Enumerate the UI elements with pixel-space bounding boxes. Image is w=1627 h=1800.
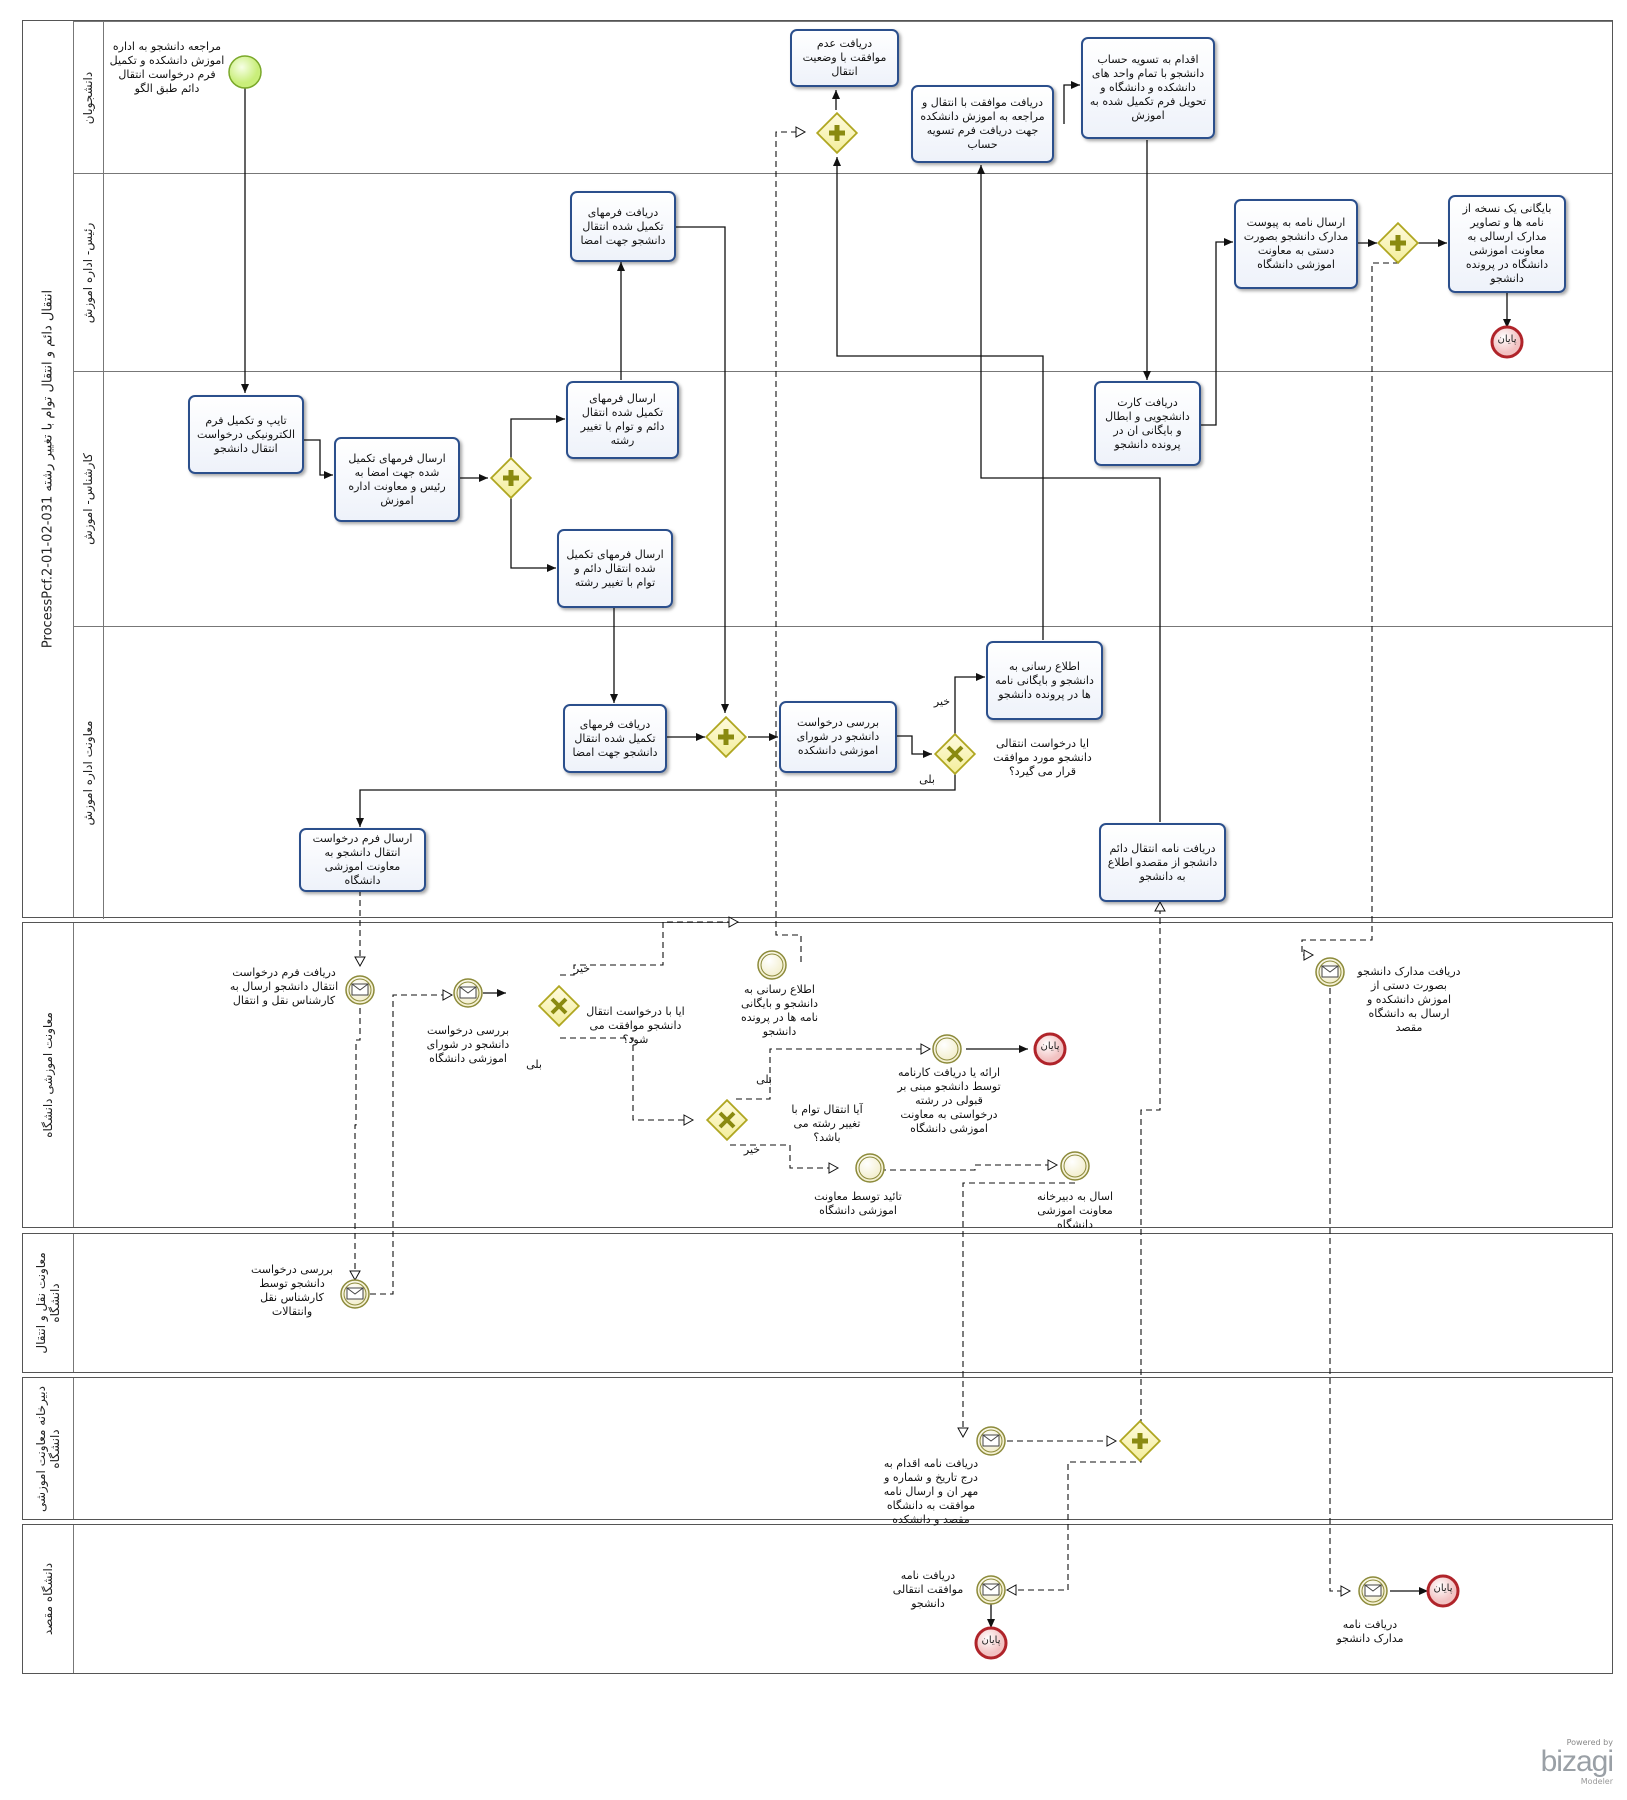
label-inform-event: اطلاع رسانی به دانشجو و بایگانی نامه ها … bbox=[740, 983, 819, 1038]
parallel-gateway-2 bbox=[704, 715, 748, 759]
end-event-transcript bbox=[1033, 1032, 1067, 1066]
pool-faculty: ProcessPcf.2-01-02-031 انتقال دائم و انت… bbox=[22, 20, 1613, 919]
label-yes-faculty: بلی bbox=[919, 773, 935, 786]
end-label-archive: پایان bbox=[1497, 334, 1517, 345]
message-event-dest-docs bbox=[1358, 1576, 1388, 1606]
task-sign[interactable]: دریافت فرمهای تکمیل شده انتقال دانشجو جه… bbox=[570, 191, 676, 262]
task-review[interactable]: بررسی درخواست دانشجو در شورای اموزشی دان… bbox=[779, 701, 897, 773]
message-event-expert bbox=[340, 1279, 370, 1309]
end-label-transcript: پایان bbox=[1040, 1041, 1060, 1052]
task-type-form[interactable]: تایپ و تکمیل فرم الکترونیکی درخواست انتق… bbox=[188, 395, 304, 474]
task-recv-letter[interactable]: دریافت نامه انتقال دائم دانشجو از مقصدو … bbox=[1099, 823, 1226, 902]
label-dest-docs: دریافت نامه مدارک دانشجو bbox=[1336, 1618, 1404, 1645]
intermediate-event-inform bbox=[757, 950, 787, 980]
parallel-gateway-4 bbox=[1376, 221, 1420, 265]
label-no-faculty: خیر bbox=[933, 695, 951, 708]
message-event-docs bbox=[1315, 957, 1345, 987]
end-event-archive bbox=[1490, 325, 1524, 359]
pool-univ-edu: معاونت اموزشی دانشگاه bbox=[22, 922, 1613, 1228]
end-label-dest-letter: پایان bbox=[981, 1635, 1001, 1646]
task-accept[interactable]: دریافت موافقت با انتقال و مراجعه به اموز… bbox=[911, 85, 1054, 163]
end-label-dest-docs: پایان bbox=[1433, 1583, 1453, 1594]
label-recvform: دریافت فرم درخواست انتقال دانشجو ارسال ب… bbox=[229, 966, 339, 1007]
parallel-gateway-5 bbox=[1118, 1419, 1162, 1463]
message-event-dest-letter bbox=[976, 1575, 1006, 1605]
task-inform[interactable]: اطلاع رسانی به دانشجو و بایگانی نامه ها … bbox=[986, 641, 1103, 720]
intermediate-event-secretariat-send bbox=[1060, 1151, 1090, 1181]
message-event-secretariat bbox=[976, 1426, 1006, 1456]
label-docs: دریافت مدارک دانشجو بصورت دستی از اموزش … bbox=[1357, 965, 1461, 1034]
label-no-univ: خیر bbox=[573, 962, 591, 975]
exclusive-gateway-univ bbox=[537, 984, 581, 1028]
end-event-dest-letter bbox=[974, 1626, 1008, 1660]
label-no-major: خیر bbox=[743, 1143, 761, 1156]
intermediate-event-transcript bbox=[932, 1034, 962, 1064]
pool-secretariat: دبیرخانه معاونت اموزشی دانشگاه bbox=[22, 1377, 1613, 1520]
lane-expert: کارشناس- اموزش bbox=[73, 371, 1612, 626]
message-event-recvform bbox=[345, 975, 375, 1005]
parallel-gateway-1 bbox=[489, 456, 533, 500]
label-approve: تائید توسط معاونت اموزشی دانشگاه bbox=[814, 1190, 902, 1217]
label-univreview: بررسی درخواست دانشجو در شورای اموزشی دان… bbox=[426, 1024, 510, 1065]
exclusive-gateway-faculty bbox=[933, 732, 977, 776]
label-start: مراجعه دانشجو به اداره اموزش دانشکده و ت… bbox=[109, 40, 225, 95]
intermediate-event-approve bbox=[855, 1153, 885, 1183]
pool-transfer: معاونت نقل و انتقال دانشگاه bbox=[22, 1233, 1613, 1373]
lane-head: رئیس- اداره اموزش bbox=[73, 173, 1612, 371]
label-yes-univ: بلی bbox=[526, 1058, 542, 1071]
label-q-faculty: ایا درخواست انتقالی دانشجو مورد موافقت ق… bbox=[993, 737, 1092, 778]
task-archive[interactable]: بایگانی یک نسخه از نامه ها و تصاویر مدار… bbox=[1448, 195, 1566, 293]
task-recv-forms[interactable]: دریافت فرمهای تکمیل شده انتقال دانشجو جه… bbox=[563, 704, 667, 773]
label-q-univ: ایا با درخواست انتقال دانشجو موافقت می ش… bbox=[586, 1005, 685, 1046]
message-flows bbox=[349, 126, 1399, 1597]
label-transcript: ارائه یا دریافت کارنامه توسط دانشجو مبنی… bbox=[897, 1066, 1001, 1135]
label-secretariat-send: اسال به دبیرخانه معاونت اموزشی دانشگاه bbox=[1036, 1190, 1114, 1231]
task-settle[interactable]: اقدام به تسویه حساب دانشجو با تمام واحد … bbox=[1081, 37, 1215, 139]
task-send-request[interactable]: ارسال فرم درخواست انتقال دانشجو به معاون… bbox=[299, 828, 426, 892]
start-event bbox=[228, 55, 262, 89]
label-q-major: آیا انتقال توام با تغییر رشته می باشد؟ bbox=[791, 1103, 863, 1144]
bizagi-logo: Powered by bizagi Modeler bbox=[1540, 1738, 1614, 1786]
parallel-gateway-3 bbox=[815, 111, 859, 155]
pool-destination: دانشگاه مقصد bbox=[22, 1524, 1613, 1674]
task-card[interactable]: دریافت کارت دانشجویی و ابطال و بایگانی ا… bbox=[1094, 381, 1201, 466]
message-event-univreview bbox=[453, 978, 483, 1008]
label-secret-recv: دریافت نامه اقدام به درج تاریخ و شماره و… bbox=[883, 1457, 979, 1526]
task-send-forms-2[interactable]: ارسال فرمهای تکمیل شده انتقال دائم و توا… bbox=[557, 529, 673, 608]
task-send-for-sign[interactable]: ارسال فرمهای تکمیل شده جهت امضا به رئیس … bbox=[334, 437, 460, 522]
task-reject[interactable]: دریافت عدم موافقت با وضعیت انتقال bbox=[790, 29, 899, 87]
label-expert: بررسی درخواست دانشجو توسط کارشناس نقل وا… bbox=[250, 1263, 334, 1318]
label-yes-major: بلی bbox=[756, 1073, 772, 1086]
pool-faculty-header: ProcessPcf.2-01-02-031 انتقال دائم و انت… bbox=[23, 21, 74, 917]
exclusive-gateway-major bbox=[705, 1098, 749, 1142]
lane-deputy: معاونت اداره اموزش bbox=[73, 626, 1612, 919]
end-event-dest-docs bbox=[1426, 1574, 1460, 1608]
lane-students: دانشجویان bbox=[73, 21, 1612, 173]
task-send-forms-1[interactable]: ارسال فرمهای تکمیل شده انتقال دائم و توا… bbox=[566, 381, 679, 459]
task-send-letter[interactable]: ارسال نامه به پیوست مدارک دانشجو بصورت د… bbox=[1234, 199, 1358, 289]
sequence-flows bbox=[241, 81, 1511, 1628]
label-dest-letter: دریافت نامه موافقت انتقالی دانشجو bbox=[892, 1569, 964, 1610]
